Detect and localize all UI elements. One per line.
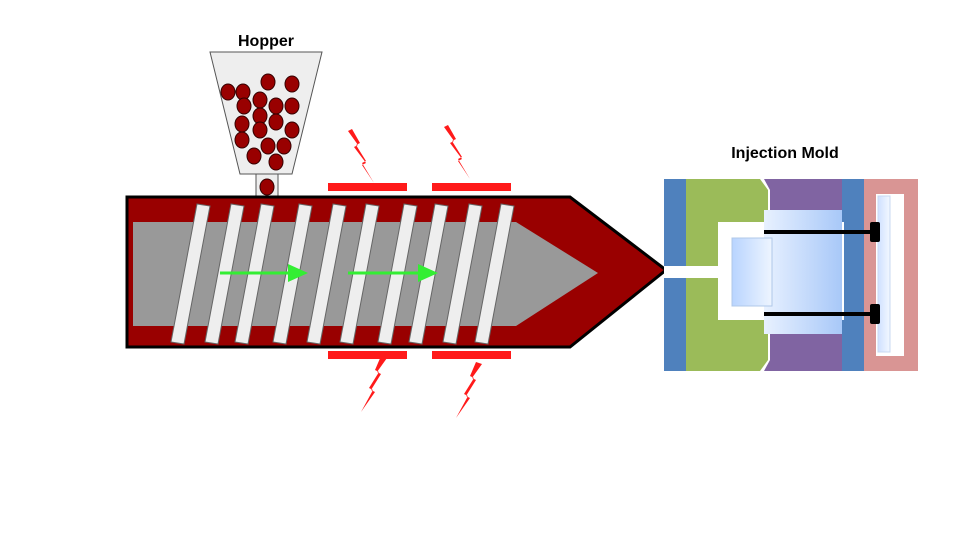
pellet — [284, 97, 300, 115]
ejector-pin-head-bottom — [870, 304, 880, 324]
lightning-bolt-icon — [361, 356, 387, 412]
pellet — [234, 131, 250, 149]
flow-arrow-1 — [220, 264, 308, 282]
lightning-bolt-icon — [348, 129, 374, 183]
ejector-pin-head-top — [870, 222, 880, 242]
molded-part — [731, 237, 773, 307]
pellet — [260, 137, 276, 155]
screw-flight — [474, 203, 515, 345]
pellet — [246, 147, 262, 165]
mold-plate-moving — [842, 179, 864, 371]
pellet — [236, 97, 252, 115]
screw-flight — [170, 203, 211, 345]
lightning-bolt-icon — [456, 362, 482, 418]
hopper-label: Hopper — [238, 33, 294, 50]
pellet — [220, 83, 236, 101]
pellet — [276, 137, 292, 155]
pellet — [252, 121, 268, 139]
screw-flight — [306, 203, 347, 345]
heater-band-top-2 — [432, 183, 511, 191]
pellet — [234, 115, 250, 133]
pellet — [260, 73, 276, 91]
pellet — [268, 153, 284, 171]
flow-arrow-2 — [348, 264, 438, 282]
pellet — [268, 113, 284, 131]
mold-plate-fixed-top — [664, 179, 686, 266]
heater-band-bottom-1 — [328, 351, 407, 359]
ejector-plate — [877, 195, 891, 353]
pellet — [284, 75, 300, 93]
pellet — [259, 178, 275, 196]
lightning-bolt-icon — [444, 125, 470, 179]
pellet — [268, 97, 284, 115]
heater-band-bottom-2 — [432, 351, 511, 359]
screw-flight — [442, 203, 483, 345]
sprue-channel — [686, 266, 720, 278]
heater-band-top-1 — [328, 183, 407, 191]
injection-mold-label: Injection Mold — [731, 145, 839, 162]
injection-mold — [664, 179, 918, 371]
pellet — [252, 91, 268, 109]
pellet — [284, 121, 300, 139]
resin-pellets — [220, 73, 300, 196]
mold-plate-fixed-bottom — [664, 278, 686, 371]
